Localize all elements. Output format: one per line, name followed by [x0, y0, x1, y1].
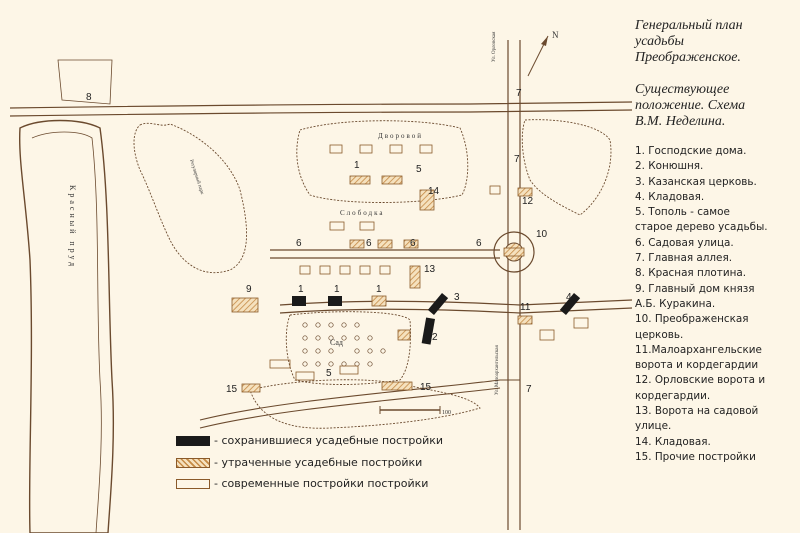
road-right-label: Ул. Малоархангельская [495, 345, 500, 395]
road-left-label: Ул. Орловская [492, 31, 497, 62]
right-forest [521, 119, 612, 216]
legend-list: 1. Господские дома. 2. Конюшня. 3. Казан… [635, 144, 795, 465]
legend-item: 1. Господские дома. [635, 145, 747, 157]
plan-subtitle: Существующее положение. Схема В.М. Недел… [635, 82, 795, 130]
subtitle-line: Существующее [635, 82, 730, 97]
legend-item: старое дерево усадьбы. [635, 221, 768, 234]
marker-13: 13 [424, 264, 436, 275]
title-line: Преображенское. [635, 50, 741, 65]
lower-forest [249, 379, 481, 429]
marker-7: 7 [516, 88, 522, 99]
key-lost-label: - утраченные усадебные постройки [214, 456, 423, 469]
modern-swatch [176, 479, 210, 489]
park-area-left [133, 122, 248, 274]
main-road-top [9, 101, 632, 109]
legend-item: 13. Ворота на садовой [635, 405, 759, 418]
marker-15: 15 [420, 382, 432, 393]
marker-1: 1 [334, 284, 340, 295]
scale-bar: 100 [379, 406, 451, 416]
north-label: N [552, 30, 559, 40]
marker-7: 7 [514, 154, 520, 165]
subtitle-line: положение. Схема [635, 98, 746, 113]
marker-1: 1 [354, 160, 360, 171]
dam-shape [57, 59, 113, 105]
marker-1: 1 [298, 284, 304, 295]
marker-6: 6 [296, 238, 302, 249]
legend-item: ворота и кордегардии [635, 359, 759, 372]
estate-plan-map: Красный пруд [9, 30, 632, 533]
north-arrow: N [527, 30, 559, 77]
dvorovo-area [296, 120, 469, 203]
marker-11: 11 [520, 302, 531, 313]
legend-item: 11.Малоархангельские [635, 343, 762, 356]
marker-2: 2 [432, 332, 438, 343]
lower-road [199, 379, 520, 421]
plan-title: Генеральный план усадьбы Преображенское. [635, 18, 795, 66]
title-line: Генеральный план [635, 18, 743, 33]
marker-8: 8 [86, 92, 92, 103]
legend-item: А.Б. Куракина. [635, 297, 716, 310]
garden-area [285, 311, 411, 385]
subtitle-line: В.М. Неделина. [635, 114, 726, 129]
marker-7: 7 [526, 384, 532, 395]
title-line: усадьбы [635, 34, 685, 49]
marker-12: 12 [522, 196, 534, 207]
scale-label: 100 [442, 410, 451, 416]
lost-buildings [231, 175, 533, 393]
pond-label: Красный пруд [68, 185, 77, 269]
garden-trees [302, 322, 386, 367]
legend-item: 15. Прочие постройки [635, 450, 756, 463]
marker-5: 5 [326, 368, 332, 379]
legend-item: кордегардии. [635, 389, 711, 402]
marker-15: 15 [226, 384, 238, 395]
pond-outline [19, 119, 115, 533]
map-markers: 1 1 1 1 2 3 4 5 5 6 6 6 6 7 7 7 8 9 10 1… [86, 88, 572, 395]
marker-6: 6 [410, 238, 416, 249]
marker-4: 4 [566, 292, 572, 303]
legend-item: 6. Садовая улица. [635, 236, 734, 249]
marker-6: 6 [476, 238, 482, 249]
legend-item: 12. Орловские ворота и [635, 374, 766, 387]
marker-10: 10 [536, 229, 548, 240]
park-label: Регулярный парк [188, 159, 204, 196]
legend-item: 14. Кладовая. [635, 435, 711, 448]
marker-1: 1 [376, 284, 382, 295]
marker-9: 9 [246, 284, 252, 295]
garden-label: Сад [330, 338, 343, 347]
legend-item: улице. [635, 420, 672, 433]
modern-buildings [269, 144, 589, 381]
legend-item: 8. Красная плотина. [635, 267, 747, 280]
main-alley [279, 299, 632, 306]
legend-item: 5. Тополь - самое [635, 206, 730, 219]
dvorovo-label: Дворовой [378, 132, 423, 140]
key-preserved: - сохранившиеся усадебные постройки [176, 433, 476, 449]
marker-3: 3 [454, 292, 460, 303]
legend-item: 3. Казанская церковь. [635, 175, 757, 188]
key-modern: - современные постройки постройки [176, 476, 476, 492]
main-road-top-2 [9, 109, 632, 117]
legend-item: 9. Главный дом князя [635, 282, 755, 295]
roundabout-outer [493, 231, 535, 273]
info-panel: Генеральный план усадьбы Преображенское.… [635, 18, 795, 465]
slobodka-label: Слободка [340, 209, 385, 217]
legend-item: 7. Главная аллея. [635, 252, 732, 265]
marker-14: 14 [428, 186, 440, 197]
preserved-buildings [292, 293, 581, 345]
legend-item: церковь. [635, 328, 684, 341]
legend-item: 2. Конюшня. [635, 160, 704, 173]
pond-inner-outline [31, 131, 102, 533]
marker-5: 5 [416, 164, 422, 175]
main-alley-2 [279, 307, 632, 314]
legend-item: 4. Кладовая. [635, 190, 705, 203]
lost-swatch [176, 458, 210, 468]
key-preserved-label: - сохранившиеся усадебные постройки [214, 434, 444, 447]
key-modern-label: - современные постройки постройки [214, 477, 429, 490]
key-lost: - утраченные усадебные постройки [176, 455, 476, 471]
marker-6: 6 [366, 238, 372, 249]
lower-road-2 [199, 387, 501, 429]
legend-item: 10. Преображенская [635, 313, 749, 326]
preserved-swatch [176, 436, 210, 446]
